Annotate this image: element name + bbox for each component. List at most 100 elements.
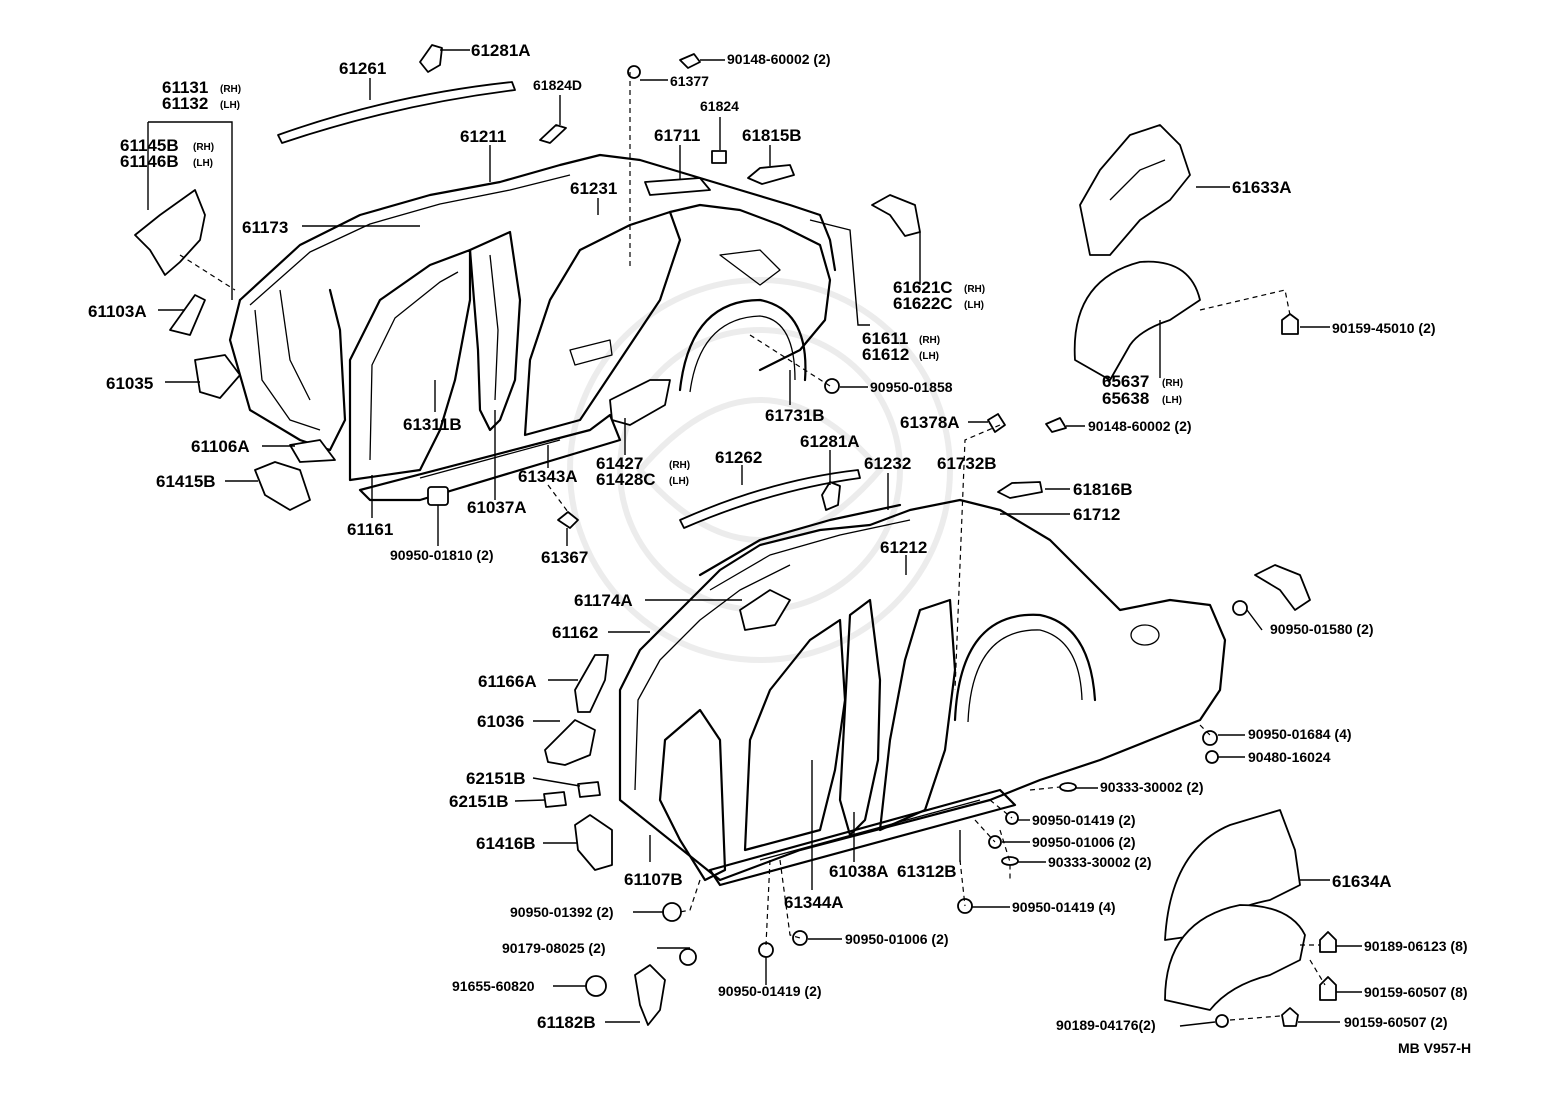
label-62151B-b: 62151B: [449, 792, 509, 811]
lower-small-parts: [543, 469, 1337, 1028]
label-90148-60002-mid: 90148-60002 (2): [1088, 418, 1192, 434]
label-61824: 61824: [700, 98, 739, 114]
label-61161: 61161: [347, 520, 393, 539]
wheelhouse-61633A: [1079, 124, 1191, 256]
label-90189-04176: 90189-04176(2): [1056, 1017, 1156, 1033]
label-90333-30002-b: 90333-30002 (2): [1048, 854, 1152, 870]
label-61611: 61611: [862, 329, 908, 348]
label-90950-01810: 90950-01810 (2): [390, 547, 494, 563]
label-65637: 65637: [1102, 372, 1149, 391]
clip-61281A: [419, 44, 443, 73]
bracket-61145B: [134, 189, 206, 276]
label-61281A-top: 61281A: [471, 41, 531, 60]
mark-rh-65637: (RH): [1162, 378, 1183, 389]
label-61634A: 61634A: [1332, 872, 1392, 891]
label-61815B: 61815B: [742, 126, 802, 145]
label-90950-01006-a: 90950-01006 (2): [1032, 834, 1136, 850]
label-61106A: 61106A: [191, 437, 250, 456]
label-61145B: 61145B: [120, 136, 179, 155]
mark-rh-61131: (RH): [220, 84, 241, 95]
label-91655-60820: 91655-60820: [452, 978, 535, 994]
label-61212: 61212: [880, 538, 927, 557]
label-61173: 61173: [242, 218, 288, 237]
mark-rh-61145B: (RH): [193, 142, 214, 153]
label-61231: 61231: [570, 179, 617, 198]
label-61232: 61232: [864, 454, 911, 473]
mark-lh-61146B: (LH): [193, 158, 213, 169]
label-90950-01419-c: 90950-01419 (2): [718, 983, 822, 999]
mark-lh-65638: (LH): [1162, 395, 1182, 406]
label-61166A: 61166A: [478, 672, 537, 691]
label-61712: 61712: [1073, 505, 1120, 524]
label-90950-01392: 90950-01392 (2): [510, 904, 614, 920]
label-61103A: 61103A: [88, 302, 147, 321]
label-61131: 61131: [162, 78, 208, 97]
label-61174A: 61174A: [574, 591, 633, 610]
label-61162: 61162: [552, 623, 598, 642]
label-61415B: 61415B: [156, 472, 216, 491]
label-61612: 61612: [862, 345, 909, 364]
label-61824D: 61824D: [533, 77, 582, 93]
label-61367: 61367: [541, 548, 588, 567]
label-90333-30002-a: 90333-30002 (2): [1100, 779, 1204, 795]
label-61621C: 61621C: [893, 278, 953, 297]
label-90950-01684: 90950-01684 (4): [1248, 726, 1352, 742]
roof-strip-lower: [679, 469, 861, 529]
label-90189-06123: 90189-06123 (8): [1364, 938, 1468, 954]
lower-body-side-panel: [618, 498, 1227, 887]
label-61633A: 61633A: [1232, 178, 1292, 197]
label-61622C: 61622C: [893, 294, 953, 313]
label-61035: 61035: [106, 374, 153, 393]
mark-lh-61132: (LH): [220, 100, 240, 111]
label-61731B: 61731B: [765, 406, 825, 425]
mark-lh-61622C: (LH): [964, 300, 984, 311]
mark-rh-61611: (RH): [919, 335, 940, 346]
label-90950-01858: 90950-01858: [870, 379, 953, 395]
label-61378A: 61378A: [900, 413, 960, 432]
part-labels: 61281A 61261 90148-60002 (2) 61377 61824…: [88, 41, 1471, 1056]
label-61037A: 61037A: [467, 498, 527, 517]
mark-lh-61428C: (LH): [669, 476, 689, 487]
label-61816B: 61816B: [1073, 480, 1133, 499]
label-61343A: 61343A: [518, 467, 578, 486]
label-61038A: 61038A: [829, 862, 889, 881]
label-61132: 61132: [162, 94, 208, 113]
label-61281A-mid: 61281A: [800, 432, 860, 451]
label-90159-60507-a: 90159-60507 (8): [1364, 984, 1468, 1000]
label-61211: 61211: [460, 127, 506, 146]
label-90950-01580: 90950-01580 (2): [1270, 621, 1374, 637]
label-61377: 61377: [670, 73, 709, 89]
label-90950-01419-a: 90950-01419 (2): [1032, 812, 1136, 828]
label-61344A: 61344A: [784, 893, 844, 912]
mark-rh-61621C: (RH): [964, 284, 985, 295]
label-90148-60002-top: 90148-60002 (2): [727, 51, 831, 67]
upper-body-side-panel: [228, 153, 837, 502]
label-61311B: 61311B: [403, 415, 462, 434]
mark-lh-61612: (LH): [919, 351, 939, 362]
label-90950-01006-b: 90950-01006 (2): [845, 931, 949, 947]
label-61416B: 61416B: [476, 834, 536, 853]
upper-small-parts: [134, 44, 1299, 529]
label-90950-01419-b: 90950-01419 (4): [1012, 899, 1116, 915]
label-65638: 65638: [1102, 389, 1149, 408]
label-61146B: 61146B: [120, 152, 179, 171]
label-61732B: 61732B: [937, 454, 997, 473]
label-61428C: 61428C: [596, 470, 656, 489]
label-61711: 61711: [654, 126, 700, 145]
label-61182B: 61182B: [537, 1013, 596, 1032]
label-61312B: 61312B: [897, 862, 957, 881]
label-61261: 61261: [339, 59, 386, 78]
liner-65637: [1073, 260, 1201, 381]
label-90480-16024: 90480-16024: [1248, 749, 1331, 765]
label-61262: 61262: [715, 448, 762, 467]
label-61107B: 61107B: [624, 870, 683, 889]
diagram-code: MB V957-H: [1398, 1040, 1471, 1056]
leader-lines: [147, 49, 1362, 1027]
mark-rh-61427: (RH): [669, 460, 690, 471]
label-90159-60507-b: 90159-60507 (2): [1344, 1014, 1448, 1030]
label-62151B-a: 62151B: [466, 769, 526, 788]
label-90159-45010: 90159-45010 (2): [1332, 320, 1436, 336]
label-90179-08025: 90179-08025 (2): [502, 940, 606, 956]
roof-strip-upper: [277, 81, 516, 144]
